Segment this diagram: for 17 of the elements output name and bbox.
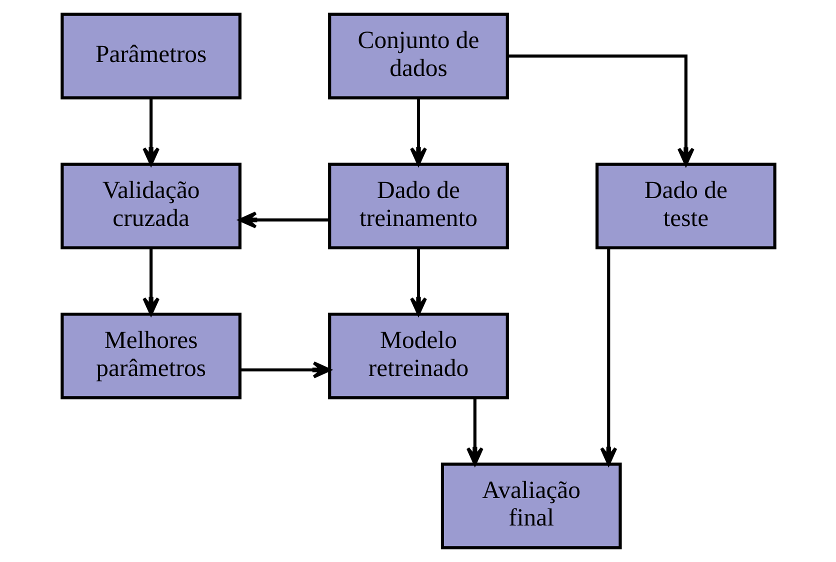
node-box: Dado de teste — [595, 162, 776, 250]
arrow — [238, 211, 329, 228]
node-box: Parâmetros — [60, 12, 241, 100]
node-box: Dado de treinamento — [328, 162, 508, 250]
node-box: Melhores parâmetros — [60, 312, 241, 400]
node-box: Conjunto de dados — [328, 12, 508, 100]
arrow — [410, 248, 426, 316]
arrow — [142, 248, 160, 316]
arrow — [600, 248, 617, 466]
arrow — [466, 398, 483, 466]
arrow — [410, 98, 426, 166]
arrow — [507, 54, 694, 166]
node-box: Modelo retreinado — [328, 312, 508, 400]
arrow — [240, 361, 330, 378]
arrow — [142, 98, 160, 166]
node-box: Validação cruzada — [60, 162, 241, 250]
node-box: Avaliação final — [440, 462, 622, 550]
